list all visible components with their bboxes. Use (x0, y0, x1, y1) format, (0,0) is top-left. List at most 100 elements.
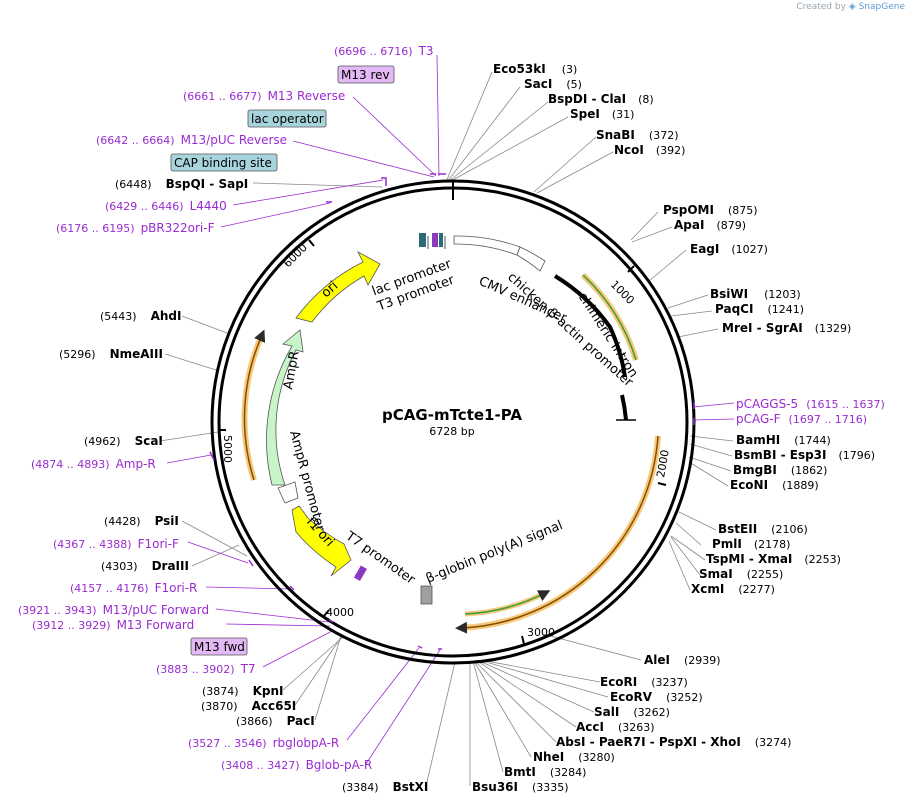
enzyme-name: BsiWI (710, 287, 748, 301)
tick-label-6000: 6000 (281, 241, 310, 270)
enzyme-bamhi: BamHI(1744) (736, 433, 831, 447)
enzyme-name: SacI (524, 77, 552, 91)
primer-rbglobpa-r: (3527 .. 3546)rbglobpA-R (188, 736, 339, 750)
position-text: (3335) (532, 781, 569, 794)
plasmid-length: 6728 bp (429, 425, 474, 438)
m13-rev-label: M13 rev (341, 68, 390, 82)
t7-promoter-label: T7 promoter (342, 528, 418, 588)
position-text: (3284) (550, 766, 587, 779)
enzyme-bspdi-clai: BspDI - ClaI (8) (548, 92, 654, 106)
m13-fwd-label: M13 fwd (194, 640, 245, 654)
position-text: (5443) (100, 310, 137, 323)
position-text: (3) (562, 63, 578, 76)
position-text: (3866) (236, 715, 273, 728)
primer-text: T3 (418, 44, 434, 58)
tick-label-1000: 1000 (608, 278, 637, 307)
enzyme-name: PsiI (155, 514, 179, 528)
enzyme-name: BspQI - SapI (166, 177, 249, 191)
primer-m13-puc-reverse: (6642 .. 6664)M13/pUC Reverse (96, 133, 287, 147)
enzyme-scai: (4962) ScaI (84, 434, 163, 448)
primer-labels: (6696 .. 6716) T3 (6661 .. 6677) M13 Rever… (18, 44, 885, 772)
primer-m13-puc-forward: (3921 .. 3943) M13/pUC Forward (18, 603, 209, 617)
position-text: (4962) (84, 435, 121, 448)
enzyme-name: ScaI (135, 434, 163, 448)
primer-text: (6696 .. 6716) (334, 45, 413, 58)
primer-f1ori-r: (4157 .. 4176) F1ori-R (70, 581, 197, 595)
enzyme-name: BsmBI - Esp3I (734, 448, 826, 462)
position-text: (31) (612, 108, 635, 121)
primer-text: (6661 .. 6677) (183, 90, 262, 103)
tick-marks (218, 181, 667, 645)
chicken-actin-arc (516, 246, 546, 272)
primer-l4440: (6429 .. 6446)L4440 (105, 199, 227, 213)
primer-pcaggs-5: pCAGGS-5(1615 .. 1637) (736, 397, 885, 411)
enzyme-name: TspMI - XmaI (706, 552, 792, 566)
enzyme-smai: SmaI(2255) (699, 567, 783, 581)
leader-lines (159, 71, 734, 787)
plasmid-name: pCAG-mTcte1-PA (382, 406, 522, 424)
primer-amp-r: (4874 .. 4893)Amp-R (31, 457, 156, 471)
enzyme-eagi: EagI(1027) (690, 242, 768, 256)
primer-text: pBR322ori-F (141, 221, 215, 235)
feature-arcs (241, 233, 661, 634)
enzyme-name: EcoNI (730, 478, 768, 492)
primer-text: (4157 .. 4176) (70, 582, 149, 595)
enzyme-eco53ki: Eco53kI (3) (493, 62, 577, 76)
primer-text: (1615 .. 1637) (806, 398, 885, 411)
enzyme-name: DraIII (152, 559, 189, 573)
credit-brand: SnapGene (858, 2, 905, 12)
primer-text: (3921 .. 3943) (18, 604, 97, 617)
lac-operator-label: lac operator (251, 112, 324, 126)
enzyme-name: SmaI (699, 567, 733, 581)
position-text: (3237) (651, 676, 688, 689)
enzyme-name: PaqCI (715, 302, 753, 316)
ampr-promoter-arrow (277, 481, 299, 504)
tick-label-3000: 3000 (527, 626, 555, 639)
primer-text: F1ori-R (155, 581, 198, 595)
enzyme-paci: (3866)PacI (236, 714, 315, 728)
primer-text: pCAG-F (736, 412, 781, 426)
primer-text: (1697 .. 1716) (789, 413, 868, 426)
position-text: (2178) (754, 538, 791, 551)
position-text: (3384) (342, 781, 379, 794)
enzyme-name: Eco53kI (493, 62, 546, 76)
primer-text: (4367 .. 4388) (53, 538, 132, 551)
primer-text: (3883 .. 3902) (156, 663, 235, 676)
primer-text: M13 Reverse (268, 89, 346, 103)
position-text: (8) (638, 93, 654, 106)
enzyme-name: BmtI (504, 765, 536, 779)
enzyme-acci: AccI(3263) (576, 720, 655, 734)
primer-bglob-pa-r: (3408 .. 3427)Bglob-pA-R (221, 758, 372, 772)
primer-text: Amp-R (116, 457, 156, 471)
enzyme-bsu36i: Bsu36I (3335) (472, 780, 569, 794)
enzyme-econi: EcoNI(1889) (730, 478, 819, 492)
enzyme-ecori: EcoRI(3237) (600, 675, 688, 689)
enzyme-name: Bsu36I (472, 780, 518, 794)
primer-text: M13 Forward (117, 618, 195, 632)
enzyme-name: SnaBI (596, 128, 635, 142)
primer-t7: (3883 .. 3902)T7 (156, 662, 256, 676)
globin-polyA-box (420, 585, 433, 605)
position-text: (5) (566, 78, 582, 91)
enzyme-name: BspDI - ClaI (548, 92, 626, 106)
enzyme-name: NheI (533, 750, 564, 764)
primer-text: F1ori-F (138, 537, 179, 551)
primer-f1ori-f: (4367 .. 4388) F1ori-F (53, 537, 179, 551)
position-text: (1241) (767, 303, 804, 316)
enzyme-name: EagI (690, 242, 719, 256)
enzyme-apai: ApaI(879) (674, 218, 746, 232)
enzyme-name: AccI (576, 720, 604, 734)
enzyme-xhoi-group: AbsI - PaeR7I - PspXI - XhoI(3274) (556, 735, 791, 749)
enzyme-name: ApaI (674, 218, 704, 232)
enzyme-ahdi: (5443)AhdI (100, 309, 181, 323)
primer-m13-forward: (3912 .. 3929)M13 Forward (32, 618, 194, 632)
position-text: (1203) (764, 288, 801, 301)
primer-text: M13/pUC Reverse (181, 133, 288, 147)
enzyme-name: PmlI (712, 537, 742, 551)
position-text: (1329) (815, 322, 852, 335)
enzyme-name: KpnI (253, 684, 284, 698)
position-text: (1796) (838, 449, 875, 462)
primer-text: M13/pUC Forward (103, 603, 210, 617)
enzyme-name: AbsI - PaeR7I - PspXI - XhoI (556, 735, 741, 749)
